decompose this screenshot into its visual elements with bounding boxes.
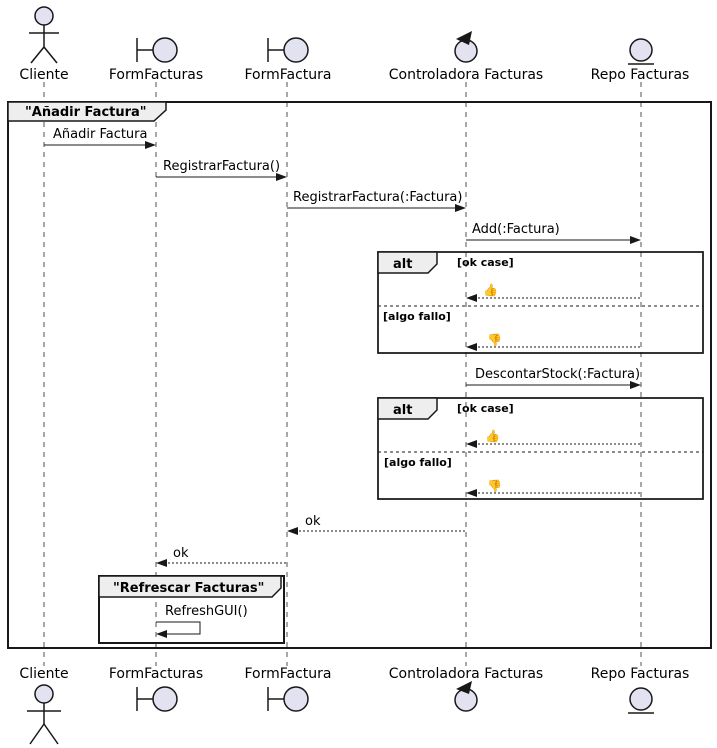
participant-label: Cliente <box>19 666 68 682</box>
participant-label: FormFactura <box>244 666 331 682</box>
actor-icon <box>27 684 61 745</box>
entity-icon <box>628 687 654 714</box>
participant-bottom-repo: Repo Facturas <box>591 666 690 714</box>
alt-operator: alt <box>393 403 412 418</box>
arrowhead <box>145 141 156 149</box>
boundary-icon <box>267 686 309 712</box>
arrowhead <box>466 489 477 497</box>
arrowhead <box>287 527 298 535</box>
participant-top-formfacturas: FormFacturas <box>109 37 203 83</box>
frame-title-pentagon <box>98 575 282 598</box>
control-icon <box>454 681 478 712</box>
message-label: DescontarStock(:Factura) <box>475 367 640 382</box>
participant-top-repo: Repo Facturas <box>591 38 690 83</box>
participant-top-formfactura: FormFactura <box>244 37 332 83</box>
self-message-loop <box>156 621 201 635</box>
message-label: ok <box>305 514 321 529</box>
participant-bottom-formfactura: FormFactura <box>244 666 332 712</box>
participant-label: Repo Facturas <box>591 67 690 83</box>
alt-fragment-2: alt [ok case] 👍 [algo fallo] 👎 <box>377 397 704 500</box>
arrowhead <box>630 381 641 389</box>
participant-bottom-cliente: Cliente <box>19 666 69 745</box>
message-label: RegistrarFactura(:Factura) <box>293 190 462 205</box>
message-label: Añadir Factura <box>53 127 148 142</box>
arrowhead <box>466 294 477 302</box>
boundary-icon <box>136 37 178 63</box>
message-refresh-gui: RefreshGUI() <box>156 604 248 638</box>
participant-top-cliente: Cliente <box>19 6 69 83</box>
arrowhead <box>630 236 641 244</box>
alt-operator: alt <box>393 257 412 272</box>
message-label: ok <box>173 546 189 561</box>
arrowhead <box>466 440 477 448</box>
frame-refrescar-facturas: "Refrescar Facturas" RefreshGUI() <box>98 575 285 644</box>
message-thumbs-up: 👍 <box>485 429 500 443</box>
message-anadir-factura: Añadir Factura <box>44 127 156 149</box>
message-label: Add(:Factura) <box>472 222 560 237</box>
message-label: RefreshGUI() <box>165 604 248 619</box>
frame-title: "Añadir Factura" <box>25 105 147 120</box>
arrowhead <box>156 630 167 638</box>
message-ok-reply-1: ok <box>287 514 466 535</box>
participant-label: Controladora Facturas <box>389 666 543 682</box>
alt-operator-pentagon <box>377 251 438 274</box>
arrowhead <box>466 343 477 351</box>
boundary-icon <box>136 686 178 712</box>
actor-icon <box>29 6 59 64</box>
control-icon <box>454 31 478 63</box>
guard-ok-case: [ok case] <box>457 402 514 415</box>
message-thumbs-down: 👎 <box>487 333 502 347</box>
arrowhead <box>276 173 287 181</box>
entity-icon <box>628 38 654 65</box>
guard-ok-case: [ok case] <box>457 256 514 269</box>
participant-label: FormFactura <box>244 67 331 83</box>
participant-label: Controladora Facturas <box>389 67 543 83</box>
message-thumbs-down: 👎 <box>487 479 502 493</box>
participant-label: FormFacturas <box>109 666 203 682</box>
participant-bottom-controladora: Controladora Facturas <box>389 666 543 712</box>
guard-algo-fallo: [algo fallo] <box>383 310 451 323</box>
message-ok-reply-2: ok <box>156 546 287 567</box>
arrowhead <box>156 559 167 567</box>
alt-fragment-1: alt [ok case] 👍 [algo fallo] 👎 <box>377 251 704 354</box>
participant-top-controladora: Controladora Facturas <box>389 31 543 83</box>
participant-label: Cliente <box>19 67 68 83</box>
message-thumbs-up: 👍 <box>483 283 498 297</box>
frame-anadir-factura: "Añadir Factura" <box>7 101 712 649</box>
boundary-icon <box>267 37 309 63</box>
message-label: RegistrarFactura() <box>163 159 280 174</box>
message-add-factura: Add(:Factura) <box>466 222 641 244</box>
participant-label: FormFacturas <box>109 67 203 83</box>
arrowhead <box>455 204 466 212</box>
alt-operator-pentagon <box>377 397 438 420</box>
frame-title-pentagon <box>7 101 167 122</box>
frame-title: "Refrescar Facturas" <box>113 581 264 596</box>
message-descontar-stock: DescontarStock(:Factura) <box>466 367 641 389</box>
message-registrar-factura: RegistrarFactura() <box>156 159 287 181</box>
participant-bottom-formfacturas: FormFacturas <box>109 666 203 712</box>
participant-label: Repo Facturas <box>591 666 690 682</box>
message-registrar-factura-param: RegistrarFactura(:Factura) <box>287 190 466 212</box>
guard-algo-fallo: [algo fallo] <box>384 456 452 469</box>
